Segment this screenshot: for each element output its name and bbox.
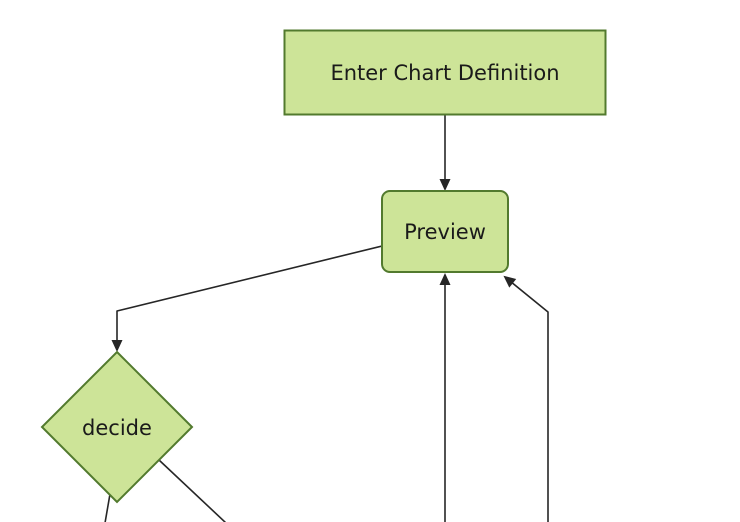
edge-decide-to-offscreen-right xyxy=(158,459,227,522)
edge-preview-to-decide xyxy=(111,245,383,352)
node-enter-chart-definition: Enter Chart Definition xyxy=(283,29,607,116)
node-decide-shape xyxy=(40,350,194,504)
node-enter-chart-definition-label: Enter Chart Definition xyxy=(330,61,559,85)
node-decide-label: decide xyxy=(82,416,152,440)
node-preview-shape xyxy=(381,190,509,273)
node-preview: Preview xyxy=(381,190,509,273)
node-decide: decide xyxy=(40,350,194,504)
edge-decide-to-offscreen-left xyxy=(104,493,111,522)
edge-offscreen-bottomright-to-preview xyxy=(503,275,549,522)
node-enter-chart-definition-shape xyxy=(283,29,607,116)
node-preview-label: Preview xyxy=(404,220,486,244)
